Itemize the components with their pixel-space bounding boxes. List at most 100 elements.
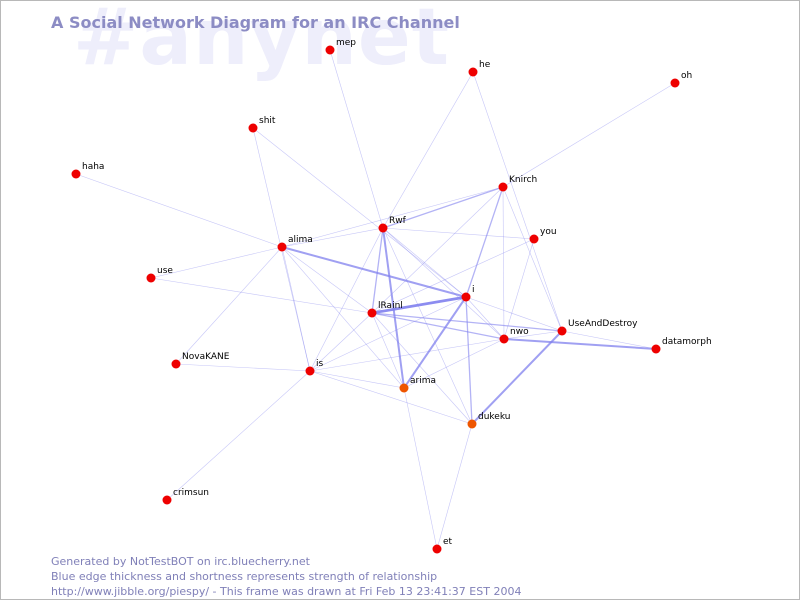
edge-Rwf-dukeku [382, 227, 473, 425]
labels-layer: mepheohshithahaKnirchRwfyoualimauseilRai… [82, 38, 712, 547]
edge-Rwf-nwo [382, 227, 505, 340]
edge-NovaKANE-is [175, 363, 311, 372]
node-alima[interactable] [277, 242, 287, 252]
edge-Knirch-Rwf [382, 186, 504, 229]
node-label-crimsun: crimsun [173, 488, 209, 498]
footer-url-timestamp: http://www.jibble.org/piespy/ - This fra… [51, 585, 522, 598]
diagram-title: A Social Network Diagram for an IRC Chan… [51, 13, 460, 32]
edge-Rwf-is [309, 227, 384, 372]
node-NovaKANE[interactable] [171, 359, 181, 369]
edge-oh-Knirch [502, 82, 676, 188]
edge-you-nwo [503, 238, 535, 340]
edge-alima-NovaKANE [175, 246, 283, 365]
node-label-NovaKANE: NovaKANE [182, 352, 230, 362]
edge-haha-alima [75, 173, 283, 248]
node-label-et: et [443, 537, 453, 547]
edge-i-nwo [465, 296, 505, 340]
node-oh[interactable] [670, 78, 680, 88]
node-IRainI[interactable] [367, 308, 377, 318]
edge-UseAndDestroy-dukeku [471, 330, 563, 425]
edge-nwo-is [309, 338, 505, 372]
edge-Knirch-alima [281, 186, 504, 248]
edge-nwo-datamorph [503, 338, 657, 350]
edge-shit-i [252, 127, 467, 298]
node-UseAndDestroy[interactable] [557, 326, 567, 336]
node-datamorph[interactable] [651, 344, 661, 354]
edge-is-arima [309, 370, 405, 389]
edge-i-arima [403, 296, 467, 389]
node-is[interactable] [305, 366, 315, 376]
node-Knirch[interactable] [498, 182, 508, 192]
edge-use-IRainI [150, 277, 373, 314]
edge-IRainI-is [309, 312, 373, 372]
edge-i-dukeku [465, 296, 473, 425]
node-label-you: you [540, 227, 557, 237]
edge-Rwf-you [382, 227, 535, 240]
edge-Rwf-alima [281, 227, 384, 248]
node-label-alima: alima [288, 235, 313, 245]
node-i[interactable] [461, 292, 471, 302]
node-use[interactable] [146, 273, 156, 283]
edge-i-IRainI [371, 295, 467, 315]
edge-i-is [309, 296, 467, 372]
edge-Knirch-nwo [502, 186, 505, 340]
edge-i-UseAndDestroy [465, 296, 563, 332]
edge-alima-use [150, 246, 283, 279]
node-label-Knirch: Knirch [509, 175, 537, 185]
node-et[interactable] [432, 544, 442, 554]
edge-is-dukeku [309, 370, 473, 425]
node-label-shit: shit [259, 116, 276, 126]
node-mep[interactable] [325, 45, 335, 55]
node-haha[interactable] [71, 169, 81, 179]
node-label-i: i [472, 285, 475, 295]
nodes-layer [71, 45, 680, 554]
edge-IRainI-nwo [371, 312, 505, 340]
edge-he-UseAndDestroy [472, 71, 563, 332]
node-label-mep: mep [336, 38, 356, 48]
edge-IRainI-arima [371, 312, 405, 389]
edge-alima-IRainI [281, 246, 373, 314]
edge-Rwf-IRainI [371, 227, 384, 314]
node-label-UseAndDestroy: UseAndDestroy [568, 319, 638, 329]
footer-legend-note: Blue edge thickness and shortness repres… [51, 570, 438, 583]
edge-Rwf-i [382, 227, 467, 298]
edge-Knirch-i [465, 186, 504, 298]
edge-UseAndDestroy-nwo [503, 330, 563, 340]
edge-Knirch-IRainI [371, 186, 504, 314]
edge-alima-arima [281, 246, 405, 389]
edge-IRainI-UseAndDestroy [371, 312, 563, 332]
node-shit[interactable] [248, 123, 258, 133]
edge-alima-i [281, 246, 467, 298]
node-arima[interactable] [399, 383, 409, 393]
node-crimsun[interactable] [162, 495, 172, 505]
node-he[interactable] [468, 67, 478, 77]
node-label-Rwf: Rwf [389, 216, 407, 226]
edge-alima-is [281, 246, 311, 372]
edge-arima-et [403, 387, 438, 550]
edge-Knirch-UseAndDestroy [502, 186, 563, 332]
node-label-dukeku: dukeku [478, 412, 510, 422]
node-you[interactable] [529, 234, 539, 244]
edge-nwo-arima [403, 338, 505, 389]
node-label-datamorph: datamorph [662, 337, 712, 347]
edge-dukeku-et [436, 423, 473, 550]
edges-layer [75, 49, 676, 550]
edge-is-crimsun [166, 370, 311, 501]
edge-you-IRainI [371, 238, 535, 314]
node-label-use: use [157, 266, 173, 276]
node-Rwf[interactable] [378, 223, 388, 233]
footer-generated-by: Generated by NotTestBOT on irc.bluecherr… [51, 555, 310, 568]
edge-IRainI-dukeku [371, 312, 473, 425]
edge-he-Rwf [382, 71, 474, 229]
channel-watermark: #anynet [73, 0, 451, 83]
node-nwo[interactable] [499, 334, 509, 344]
edge-UseAndDestroy-datamorph [561, 330, 657, 350]
node-dukeku[interactable] [467, 419, 477, 429]
footer-info: Generated by NotTestBOT on irc.bluecherr… [51, 554, 521, 599]
node-label-IRainI: lRainl [378, 301, 403, 311]
edge-mep-Rwf [329, 49, 384, 229]
node-label-is: is [316, 359, 324, 369]
node-label-nwo: nwo [510, 327, 529, 337]
